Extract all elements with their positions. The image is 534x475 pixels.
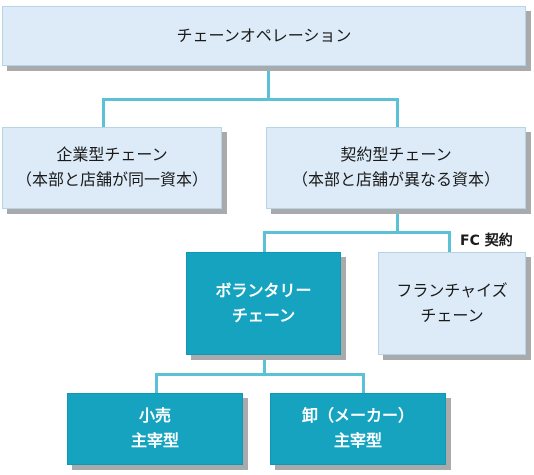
retail-led-node: 小売 主宰型 xyxy=(67,393,243,465)
franchise-chain-node: フランチャイズ チェーン xyxy=(378,252,526,355)
wholesale-led-line2: 主宰型 xyxy=(333,431,382,450)
connector-level2-horizontal xyxy=(263,231,451,234)
wholesale-led-line1: 卸（メーカー） xyxy=(301,406,414,426)
wholesale-led-node: 卸（メーカー） 主宰型 xyxy=(270,393,446,465)
voluntary-chain-line1: ボランタリー xyxy=(215,280,312,300)
connector-contract-down xyxy=(396,208,399,233)
fc-contract-label: FC 契約 xyxy=(460,233,513,249)
contract-chain-title: 契約型チェーン xyxy=(340,145,452,165)
connector-to-contract xyxy=(396,98,399,128)
root-node: チェーンオペレーション xyxy=(2,6,526,66)
connector-to-corporate xyxy=(102,98,105,128)
connector-level1-horizontal xyxy=(102,98,399,101)
contract-chain-note: （本部と店舗が異なる資本） xyxy=(291,170,500,189)
corporate-chain-note: （本部と店舗が同一資本） xyxy=(15,170,208,189)
franchise-chain-line2: チェーン xyxy=(420,305,484,325)
corporate-chain-node: 企業型チェーン （本部と店舗が同一資本） xyxy=(2,127,222,209)
connector-level3-horizontal xyxy=(155,373,365,376)
franchise-chain-line1: フランチャイズ xyxy=(396,280,508,300)
root-node-label: チェーンオペレーション xyxy=(176,25,352,45)
connector-to-franchise xyxy=(448,231,451,253)
corporate-chain-title: 企業型チェーン xyxy=(56,145,168,165)
connector-to-retail xyxy=(155,373,158,393)
connector-to-voluntary xyxy=(263,231,266,253)
connector-root-down xyxy=(267,64,270,100)
voluntary-chain-node: ボランタリー チェーン xyxy=(186,252,341,355)
connector-voluntary-down xyxy=(263,354,266,375)
connector-to-wholesale xyxy=(362,373,365,393)
voluntary-chain-line2: チェーン xyxy=(231,305,296,325)
retail-led-line1: 小売 xyxy=(138,406,171,426)
contract-chain-node: 契約型チェーン （本部と店舗が異なる資本） xyxy=(266,127,526,209)
retail-led-line2: 主宰型 xyxy=(130,431,179,450)
